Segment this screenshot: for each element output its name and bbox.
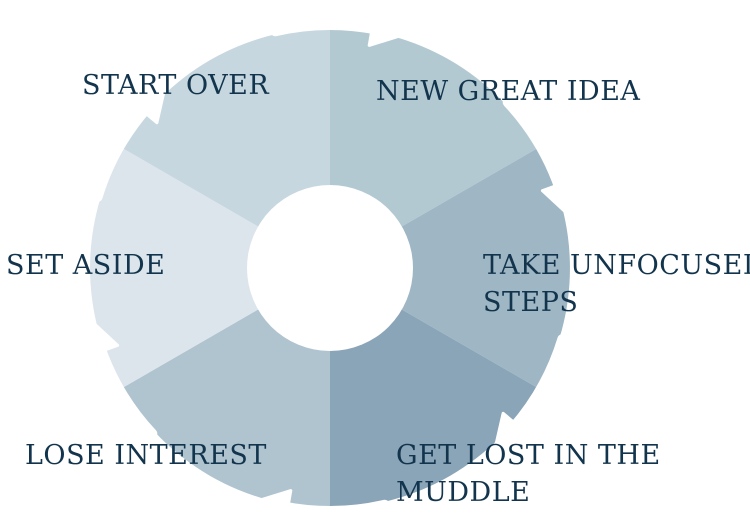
cycle-arrow-shaft [502,97,565,194]
stage-label-line: SET ASIDE [6,250,166,281]
stage-label-take-unfocused-steps: TAKE UNFOCUSED STEPS [483,247,750,321]
cycle-arrow-shaft [278,499,390,516]
stage-label-line: STEPS [483,287,579,318]
cycle-arrow-shaft [508,334,568,433]
stage-label-line: GET LOST IN THE [396,440,661,471]
stage-label-start-over: START OVER [82,67,269,104]
cycle-arrow-head-icon [540,177,576,215]
stage-label-new-great-idea: NEW GREAT IDEA [376,73,640,110]
cycle-arrow-head-icon [367,10,403,47]
cycle-arrow-shaft [270,20,382,37]
stage-label-line: NEW GREAT IDEA [376,76,641,107]
stage-label-line: TAKE UNFOCUSED [483,250,750,281]
stage-label-set-aside: SET ASIDE [6,247,165,284]
cycle-arrow-head-icon [494,411,531,448]
center-hole [247,185,413,351]
stage-label-line: START OVER [82,70,270,101]
cycle-arrow-head-icon [84,321,120,359]
cycle-arrow-shaft [95,342,158,439]
segment-set-aside [90,148,331,388]
segment-take-unfocused-steps [330,148,570,388]
cycle-arrow-shaft [92,103,152,202]
stage-label-lose-interest: LOSE INTEREST [25,437,267,474]
cycle-arrow-head-icon [257,489,293,526]
stage-label-line: MUDDLE [396,477,531,508]
cycle-arrow-head-icon [129,88,166,125]
stage-label-get-lost-in-the-muddle: GET LOST IN THE MUDDLE [396,437,661,511]
stage-label-line: LOSE INTEREST [25,440,267,471]
